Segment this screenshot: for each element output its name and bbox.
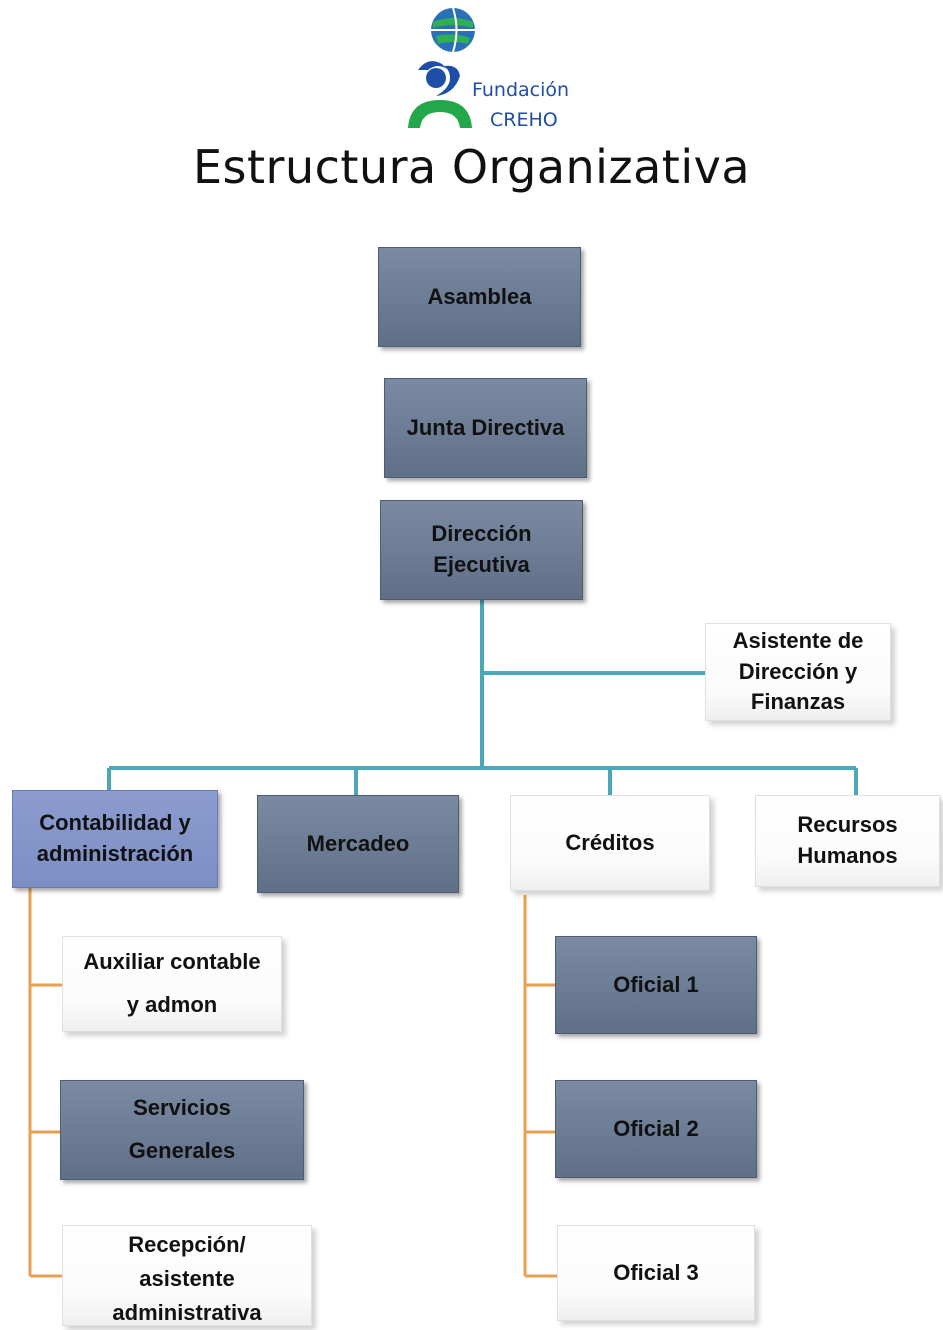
node-label: Junta Directiva <box>406 414 565 440</box>
node-label: Mercadeo <box>306 830 410 856</box>
node-label: Contabilidad y administración <box>36 810 194 866</box>
node-label: Recursos Humanos <box>797 812 898 868</box>
node-label: Recepción/ asistente administrativa <box>112 1232 262 1326</box>
logo-graphic: Fundación CREHO <box>408 7 569 131</box>
main-connectors <box>107 600 858 795</box>
node-asamblea: Asamblea <box>378 247 581 347</box>
node-recepcion: Recepción/ asistente administrativa <box>62 1225 312 1326</box>
node-creditos: Créditos <box>510 795 710 891</box>
node-asistente-direccion: Asistente de Dirección y Finanzas <box>705 623 891 721</box>
page-title: Estructura Organizativa <box>192 140 751 194</box>
fundacion-creho-logo: Fundación CREHO <box>400 4 580 134</box>
node-label: Dirección Ejecutiva <box>431 521 532 577</box>
node-label: Oficial 2 <box>613 1115 699 1141</box>
node-label: Créditos <box>565 829 655 855</box>
node-label: Oficial 3 <box>613 1259 699 1285</box>
node-servicios-generales: Servicios Generales <box>60 1080 304 1180</box>
branch-connectors <box>28 888 557 1278</box>
node-oficial-1: Oficial 1 <box>555 936 757 1034</box>
node-direccion-ejecutiva: Dirección Ejecutiva <box>380 500 583 600</box>
logo-text-fundacion: Fundación <box>472 79 569 101</box>
node-recursos-humanos: Recursos Humanos <box>755 795 940 887</box>
node-label: Asamblea <box>427 283 532 309</box>
node-oficial-2: Oficial 2 <box>555 1080 757 1178</box>
node-mercadeo: Mercadeo <box>257 795 459 893</box>
node-oficial-3: Oficial 3 <box>557 1225 755 1321</box>
node-label: Auxiliar contable y admon <box>83 949 261 1017</box>
node-auxiliar-contable: Auxiliar contable y admon <box>62 936 282 1032</box>
node-junta-directiva: Junta Directiva <box>384 378 587 478</box>
node-label: Servicios Generales <box>128 1095 236 1163</box>
node-label: Oficial 1 <box>613 971 699 997</box>
logo-text-creho: CREHO <box>490 109 558 131</box>
node-label: Asistente de Dirección y Finanzas <box>732 627 864 715</box>
node-contabilidad: Contabilidad y administración <box>12 790 218 888</box>
